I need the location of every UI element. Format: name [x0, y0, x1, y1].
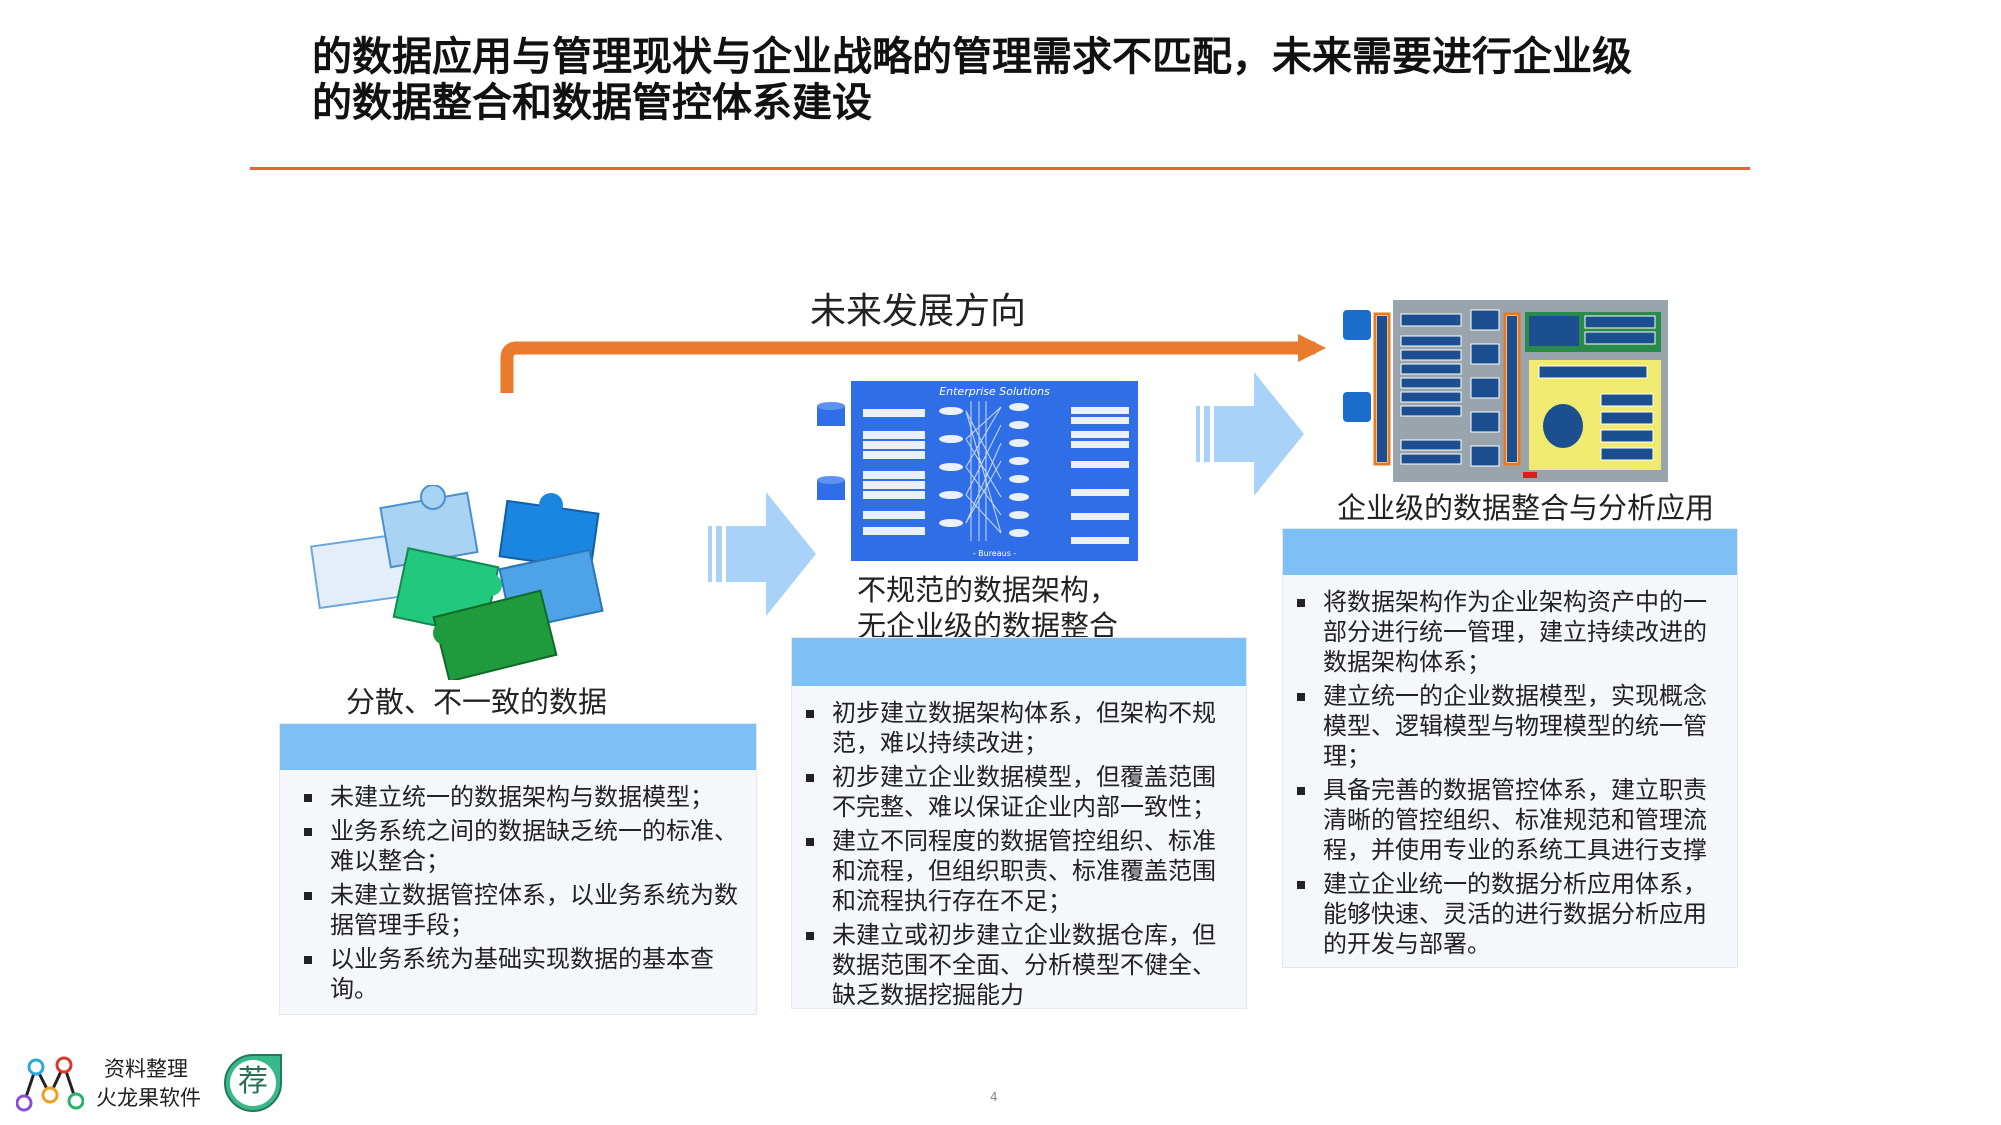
recommend-badge-icon: 荐	[222, 1052, 284, 1114]
chevron-right-arrow-icon	[1196, 372, 1304, 496]
stage-2-caption-line-1: 不规范的数据架构，	[857, 573, 1119, 607]
stage-2-panel: 初步建立数据架构体系，但架构不规范，难以持续改进； 初步建立企业数据模型，但覆盖…	[791, 637, 1247, 1009]
stage-1-panel: 未建立统一的数据架构与数据模型； 业务系统之间的数据缺乏统一的标准、难以整合； …	[279, 723, 757, 1015]
list-item: 未建立统一的数据架构与数据模型；	[300, 782, 740, 812]
list-item: 初步建立数据架构体系，但架构不规范，难以持续改进；	[802, 698, 1232, 758]
brand-line-2: 火龙果软件	[96, 1086, 201, 1110]
slide-title: 的数据应用与管理现状与企业战略的管理需求不匹配，未来需要进行企业级 的数据整合和…	[312, 34, 1732, 126]
list-item: 建立企业统一的数据分析应用体系，能够快速、灵活的进行数据分析应用的开发与部署。	[1293, 869, 1723, 959]
network-mesh-icon	[863, 401, 1129, 544]
stage-2-bullet-list: 初步建立数据架构体系，但架构不规范，难以持续改进； 初步建立企业数据模型，但覆盖…	[802, 698, 1232, 1014]
title-divider	[250, 167, 1750, 170]
data-architecture-diagram-icon	[1343, 300, 1668, 482]
list-item: 未建立数据管控体系，以业务系统为数据管理手段；	[300, 880, 740, 940]
stage-2-panel-header	[792, 638, 1246, 686]
stage-3-caption: 企业级的数据整合与分析应用	[1337, 491, 1715, 525]
title-line-2: 的数据整合和数据管控体系建设	[312, 80, 872, 126]
list-item: 具备完善的数据管控体系，建立职责清晰的管控组织、标准规范和管理流程，并使用专业的…	[1293, 775, 1723, 865]
stage-1-caption: 分散、不一致的数据	[346, 685, 608, 719]
badge-label: 荐	[238, 1064, 268, 1099]
list-item: 业务系统之间的数据缺乏统一的标准、难以整合；	[300, 816, 740, 876]
stage-1-panel-header	[280, 724, 756, 770]
list-item: 建立不同程度的数据管控组织、标准和流程，但组织职责、标准覆盖范围和流程执行存在不…	[802, 826, 1232, 916]
direction-label: 未来发展方向	[810, 291, 1027, 332]
title-line-1: 的数据应用与管理现状与企业战略的管理需求不匹配，未来需要进行企业级	[312, 34, 1632, 80]
list-item: 建立统一的企业数据模型，实现概念模型、逻辑模型与物理模型的统一管理；	[1293, 681, 1723, 771]
enterprise-solutions-diagram: Enterprise Solutions - Bureaus -	[851, 381, 1138, 561]
brand-logo-icon	[16, 1056, 84, 1112]
chevron-right-arrow-icon	[708, 492, 816, 616]
list-item: 以业务系统为基础实现数据的基本查询。	[300, 944, 740, 1004]
stage-3-panel: 将数据架构作为企业架构资产中的一部分进行统一管理，建立持续改进的数据架构体系； …	[1282, 528, 1738, 968]
stage-1-bullet-list: 未建立统一的数据架构与数据模型； 业务系统之间的数据缺乏统一的标准、难以整合； …	[300, 782, 740, 1008]
direction-arrow-icon	[500, 334, 1326, 393]
diagram-title: Enterprise Solutions	[939, 385, 1050, 398]
puzzle-pieces-icon	[309, 485, 604, 680]
list-item: 未建立或初步建立企业数据仓库，但数据范围不全面、分析模型不健全、缺乏数据挖掘能力	[802, 920, 1232, 1010]
brand-line-1: 资料整理	[104, 1057, 188, 1081]
diagram-footer: - Bureaus -	[972, 549, 1017, 558]
page-number: 4	[990, 1090, 998, 1104]
stage-3-bullet-list: 将数据架构作为企业架构资产中的一部分进行统一管理，建立持续改进的数据架构体系； …	[1293, 587, 1723, 963]
database-icon	[817, 402, 845, 500]
stage-2-caption: 不规范的数据架构， 无企业级的数据整合	[857, 572, 1118, 644]
list-item: 初步建立企业数据模型，但覆盖范围不完整、难以保证企业内部一致性；	[802, 762, 1232, 822]
list-item: 将数据架构作为企业架构资产中的一部分进行统一管理，建立持续改进的数据架构体系；	[1293, 587, 1723, 677]
stage-3-panel-header	[1283, 529, 1737, 575]
